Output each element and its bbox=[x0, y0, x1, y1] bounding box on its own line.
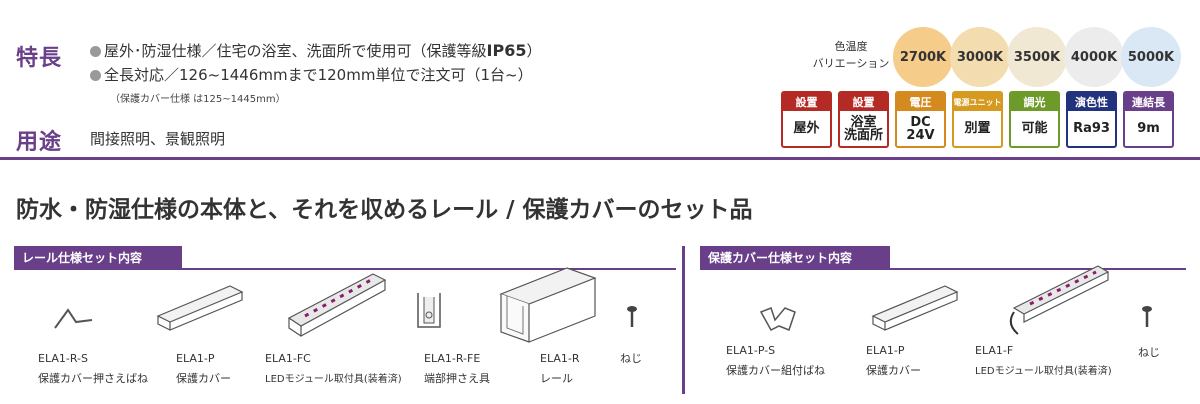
rail-item-name: レール bbox=[540, 372, 573, 385]
cover-item-code: ELA1-P bbox=[866, 344, 905, 357]
set-divider bbox=[682, 246, 685, 394]
cover-item-name: 保護カバー組付ばね bbox=[726, 364, 825, 377]
spec-badge: 設置浴室 洗面所 bbox=[838, 91, 889, 148]
feature-line-1: 屋外･防湿仕様／住宅の浴室、洗面所で使用可（保護等級IP65） bbox=[90, 40, 541, 61]
color-temp-3: 4000K bbox=[1064, 27, 1124, 87]
rail-set-title: レール仕様セット内容 bbox=[14, 246, 182, 268]
spec-badge: 電源ユニット別置 bbox=[952, 91, 1003, 148]
features-label: 特長 bbox=[16, 46, 63, 71]
headline: 防水・防湿仕様の本体と、それを収めるレール / 保護カバーのセット品 bbox=[16, 197, 753, 223]
color-temp-4: 5000K bbox=[1121, 27, 1181, 87]
cover-item-name: LEDモジュール取付具(装着済) bbox=[975, 366, 1112, 377]
rail-set-underline bbox=[14, 268, 676, 270]
screw-icon bbox=[1142, 306, 1152, 327]
cover-item-code: ELA1-F bbox=[975, 344, 1014, 357]
cover-set-title: 保護カバー仕様セット内容 bbox=[700, 246, 890, 268]
bullet-icon bbox=[90, 70, 101, 81]
rail-item-name: LEDモジュール取付具(装着済) bbox=[265, 374, 402, 385]
spec-badge-title: 演色性 bbox=[1068, 93, 1115, 111]
spec-badge-title: 設置 bbox=[840, 93, 887, 111]
rail-item-name: ねじ bbox=[620, 352, 642, 365]
spec-badge-title: 電源ユニット bbox=[954, 93, 1001, 111]
usage-text: 間接照明、景観照明 bbox=[90, 130, 226, 148]
spec-badge: 調光可能 bbox=[1009, 91, 1060, 148]
spec-badge-value: DC 24V bbox=[906, 114, 935, 143]
rail-item-code: ELA1-R bbox=[540, 352, 580, 365]
rail-item-name: 端部押さえ具 bbox=[424, 372, 490, 385]
cover-item-name: ねじ bbox=[1138, 346, 1160, 359]
spec-badge-title: 電圧 bbox=[897, 93, 944, 111]
spec-badge: 設置屋外 bbox=[781, 91, 832, 148]
cover-image bbox=[156, 285, 244, 331]
color-temp-0: 2700K bbox=[893, 27, 953, 87]
spec-badge-value: Ra93 bbox=[1073, 121, 1110, 136]
end-clamp-image bbox=[417, 293, 441, 328]
screw-icon bbox=[627, 306, 637, 327]
ip-rating: IP65 bbox=[486, 41, 527, 60]
cover-set-underline bbox=[700, 268, 1186, 270]
cover-spring-image bbox=[759, 307, 796, 331]
spec-badge: 電圧 DC 24V bbox=[895, 91, 946, 148]
section-divider bbox=[0, 157, 1200, 160]
spec-badge-value: 9m bbox=[1137, 121, 1160, 136]
led-module-holder-image bbox=[287, 273, 387, 338]
cover-item-code: ELA1-P-S bbox=[726, 344, 776, 357]
rail-item-code: ELA1-R-FE bbox=[424, 352, 481, 365]
rail-item-name: 保護カバー bbox=[176, 372, 231, 385]
rail-image bbox=[499, 267, 597, 343]
feature-note: （保護カバー仕様 は125~1445mm） bbox=[110, 94, 286, 105]
rail-item-name: 保護カバー押さえばね bbox=[38, 372, 148, 385]
feature-line-2: 全長対応／126~1446mmまで120mm単位で注文可（1台~） bbox=[90, 64, 533, 85]
bullet-icon bbox=[90, 46, 101, 57]
spring-clip-image bbox=[54, 308, 93, 329]
cover-image bbox=[871, 285, 959, 331]
cover-item-name: 保護カバー bbox=[866, 364, 921, 377]
color-temp-1: 3000K bbox=[950, 27, 1010, 87]
spec-badge-title: 設置 bbox=[783, 93, 830, 111]
spec-badge: 連結長 9m bbox=[1123, 91, 1174, 148]
rail-item-code: ELA1-FC bbox=[265, 352, 311, 365]
spec-badge-value: 屋外 bbox=[793, 121, 820, 136]
led-module-holder-image bbox=[1009, 265, 1110, 335]
rail-item-code: ELA1-R-S bbox=[38, 352, 88, 365]
color-temp-2: 3500K bbox=[1007, 27, 1067, 87]
spec-badge-title: 調光 bbox=[1011, 93, 1058, 111]
rail-item-code: ELA1-P bbox=[176, 352, 215, 365]
usage-label: 用途 bbox=[16, 130, 63, 155]
spec-badge-value: 浴室 洗面所 bbox=[843, 114, 883, 143]
spec-badge-title: 連結長 bbox=[1125, 93, 1172, 111]
spec-badge-value: 別置 bbox=[964, 121, 991, 136]
spec-badge: 演色性 Ra93 bbox=[1066, 91, 1117, 148]
spec-badge-value: 可能 bbox=[1021, 121, 1048, 136]
color-temp-label: 色温度 バリエーション bbox=[812, 40, 890, 70]
